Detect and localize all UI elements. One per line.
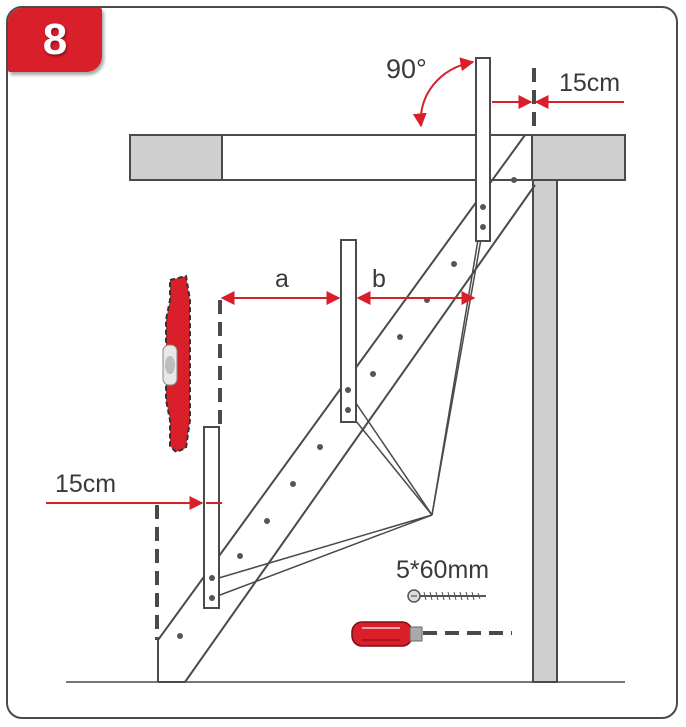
baluster-middle	[340, 239, 357, 423]
screwdriver-icon	[351, 621, 423, 647]
arrow-90-degree	[412, 57, 475, 128]
dimension-b-label: b	[372, 265, 386, 293]
guide-lines	[155, 68, 536, 640]
angle-label: 90°	[386, 54, 427, 84]
wall-post	[532, 179, 558, 683]
screw-icon	[407, 589, 486, 603]
support-rails	[211, 209, 484, 599]
offset-top-label: 15cm	[559, 69, 620, 97]
baluster-bottom	[203, 426, 220, 609]
screw-size-label: 5*60mm	[396, 556, 489, 584]
spirit-level-icon	[162, 274, 191, 454]
ceiling-beam	[129, 134, 626, 181]
dimension-a-label: a	[275, 265, 289, 293]
baluster-top	[475, 57, 491, 242]
step-number: 8	[42, 15, 68, 64]
balusters	[203, 57, 491, 609]
step-badge: 8	[8, 8, 102, 72]
offset-bottom-label: 15cm	[55, 470, 116, 498]
dimension-arrows	[46, 57, 624, 510]
